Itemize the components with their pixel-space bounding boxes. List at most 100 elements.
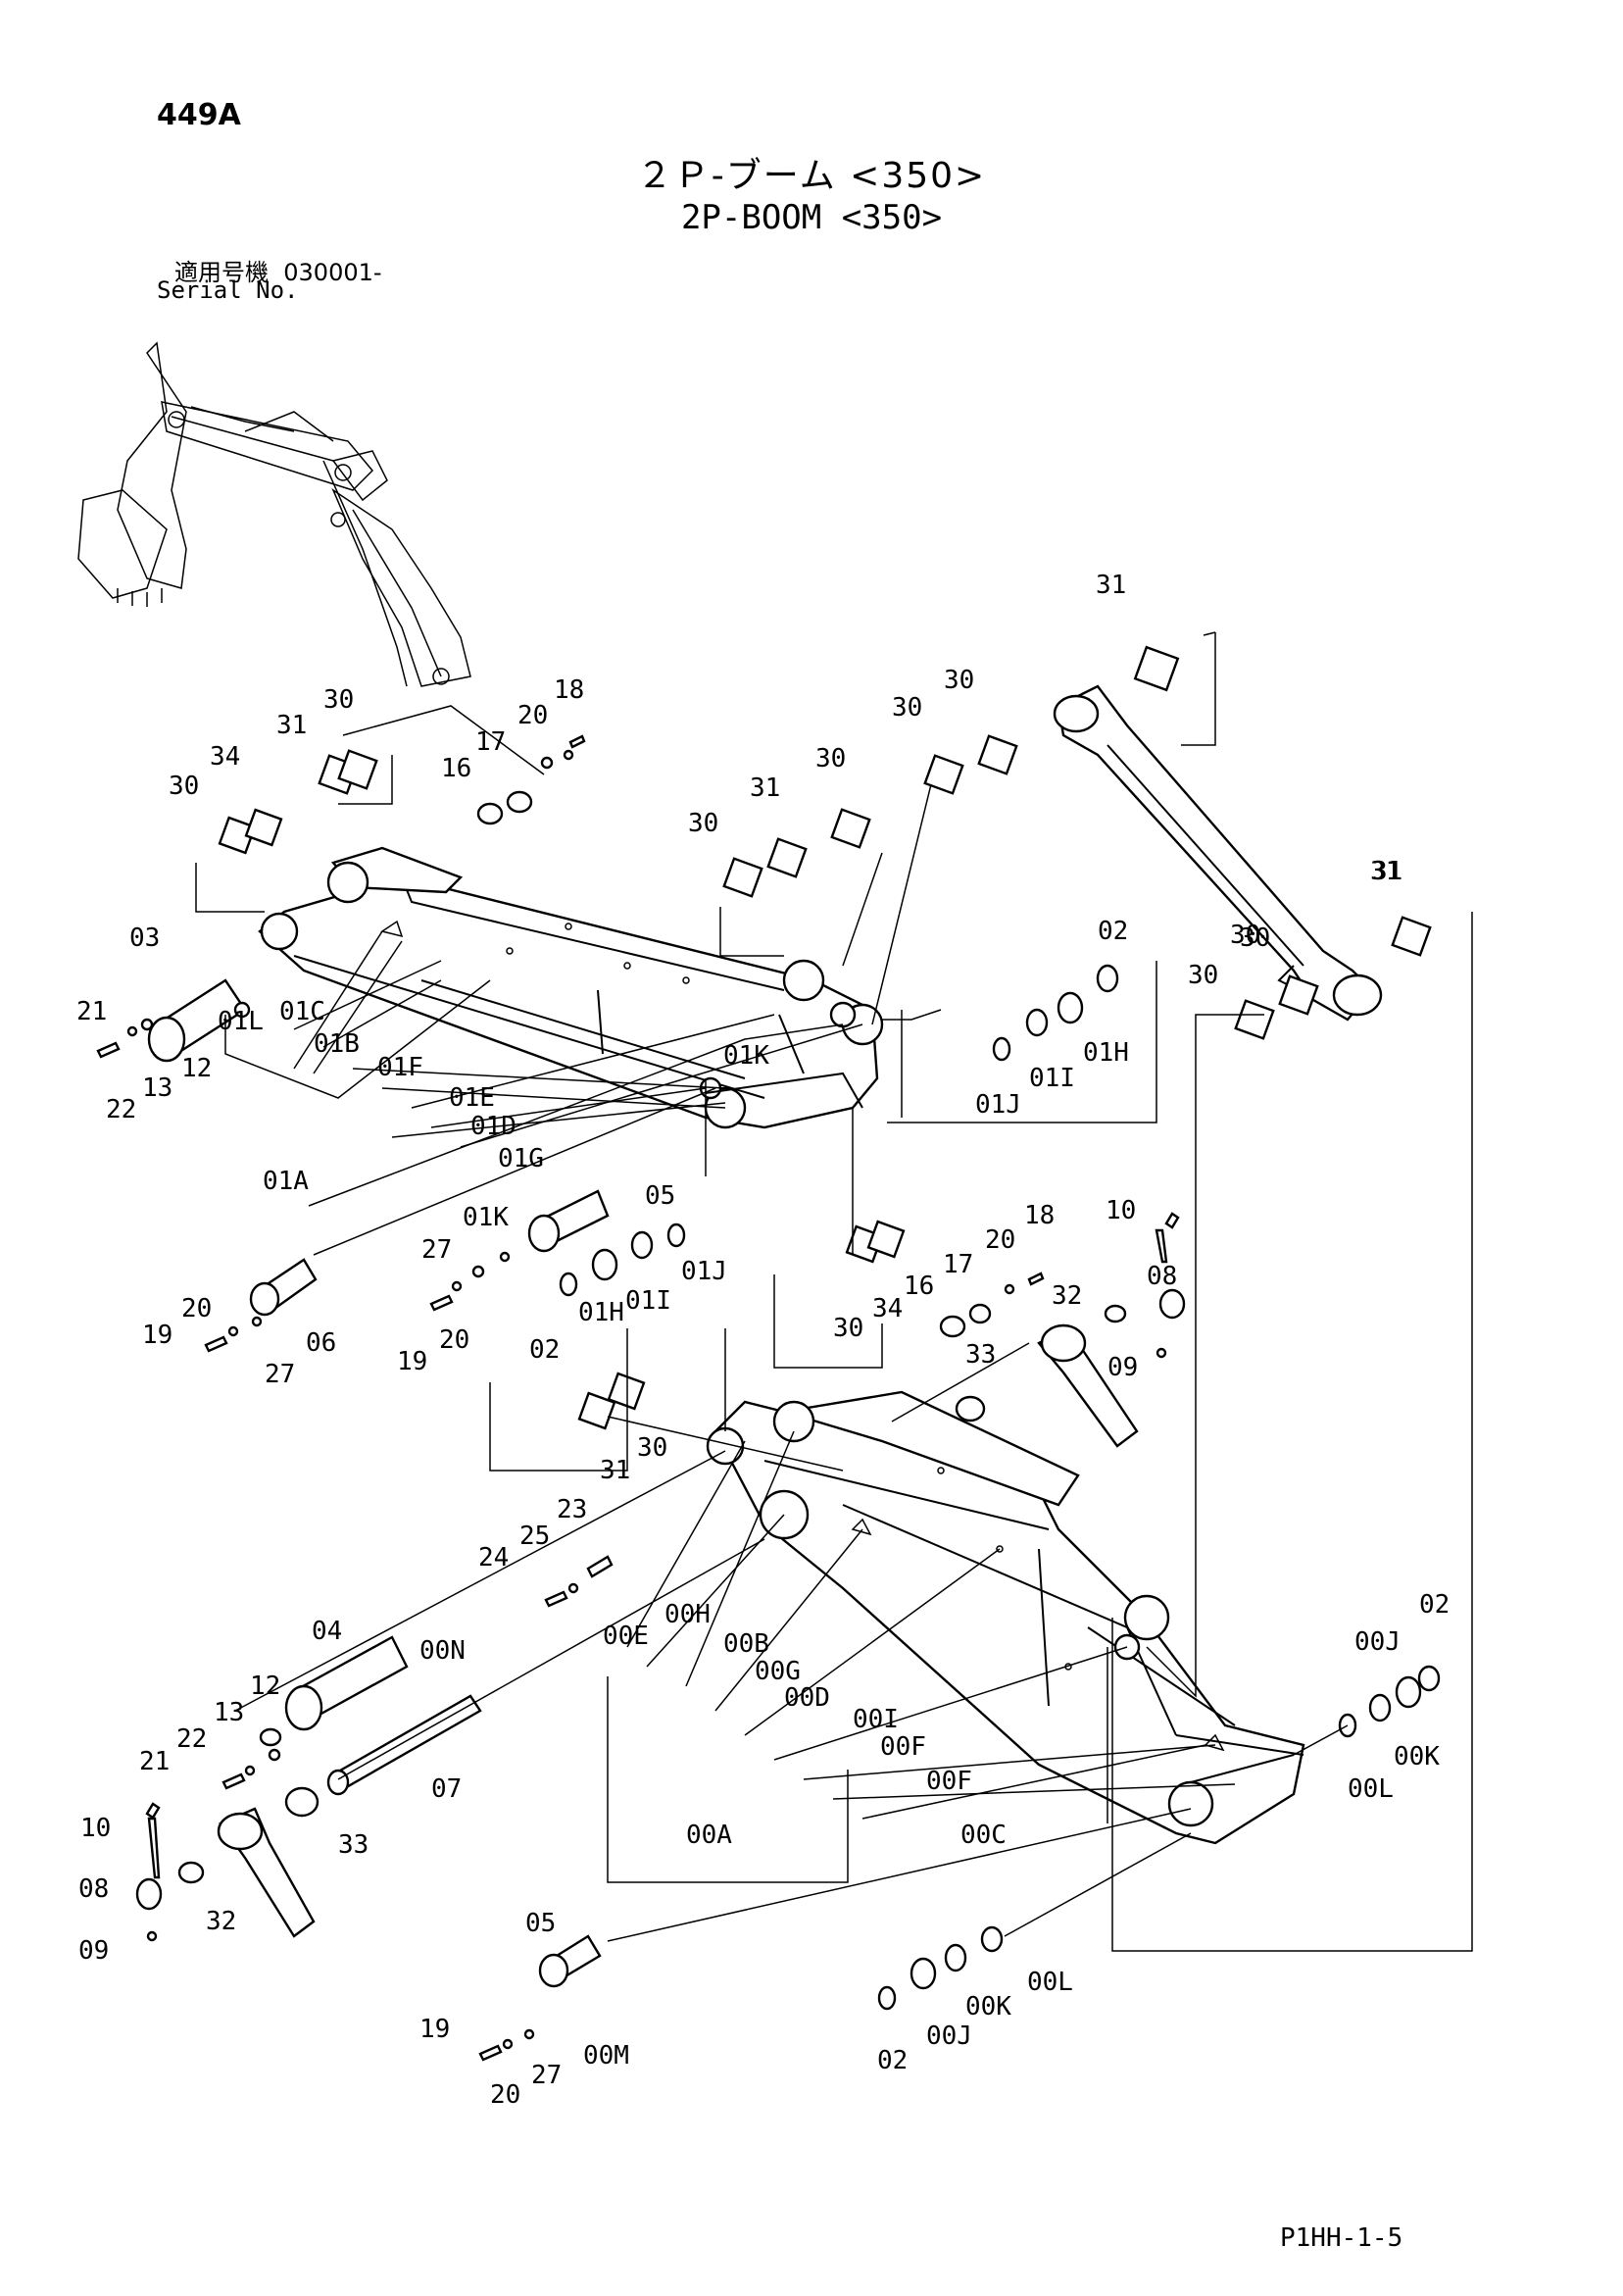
callout-label: 19 <box>397 1347 427 1376</box>
callout-label: 00A <box>686 1821 732 1850</box>
callout-label: 20 <box>439 1325 469 1355</box>
callout-label: 00I <box>853 1705 899 1734</box>
serial-label-english: Serial No. <box>157 276 299 304</box>
callout-label: 27 <box>531 2061 562 2090</box>
callout-label: 33 <box>965 1340 996 1370</box>
callout-label: 18 <box>1024 1201 1055 1230</box>
serial-range-japanese: 適用号機 030001- <box>174 253 382 287</box>
callout-label: 01H <box>1083 1038 1129 1068</box>
callout-label: 27 <box>265 1360 295 1389</box>
callout-label: 13 <box>214 1698 244 1727</box>
callout-label: 20 <box>181 1294 212 1323</box>
callout-label: 00E <box>603 1622 649 1651</box>
callout-label: 18 <box>554 675 584 705</box>
callout-label: 02 <box>1419 1590 1450 1620</box>
callout-label: 01H <box>578 1298 624 1327</box>
callout-label: 30 <box>815 744 846 774</box>
callout-label: 12 <box>181 1054 212 1083</box>
callout-label: 23 <box>557 1495 587 1524</box>
callout-label: 09 <box>1107 1353 1138 1382</box>
shims-rings-washers <box>96 645 1441 2062</box>
callout-label: 12 <box>250 1672 280 1701</box>
callout-label: 30 <box>1240 923 1270 953</box>
callout-label: 01B <box>314 1029 360 1059</box>
callout-label: 20 <box>490 2080 520 2110</box>
callout-label: 16 <box>441 754 471 783</box>
callout-label: 34 <box>872 1294 903 1323</box>
callout-label: 01A <box>263 1167 309 1196</box>
callout-label: 09 <box>78 1936 109 1966</box>
callout-label: 08 <box>78 1874 109 1904</box>
callout-label: 20 <box>517 701 548 730</box>
serial-number-value: 030001- <box>283 259 382 286</box>
callout-label: 05 <box>645 1181 675 1211</box>
callout-label: 17 <box>475 727 506 757</box>
callout-label: 19 <box>419 2015 450 2044</box>
callout-label: 00J <box>926 2021 972 2051</box>
callout-label: 06 <box>306 1328 336 1358</box>
callout-label: 01L <box>218 1007 264 1036</box>
part-callout-labels: 31 30 30 30 31 30 31 30 30 34 31 30 16 1… <box>76 571 1450 2110</box>
callout-label: 00N <box>419 1636 466 1666</box>
callout-label: 01J <box>975 1090 1021 1120</box>
callout-label: 01C <box>279 997 325 1026</box>
callout-label: 31 <box>276 711 307 740</box>
callout-label: 00C <box>960 1821 1007 1850</box>
callout-label: 10 <box>80 1814 111 1843</box>
callout-label: 16 <box>904 1272 934 1301</box>
callout-label: 03 <box>129 923 160 953</box>
callout-label: 31 <box>1096 571 1126 600</box>
callout-label: 31 <box>600 1456 630 1485</box>
callout-label: 30 <box>323 685 354 715</box>
callout-label: 00L <box>1348 1774 1394 1804</box>
callout-label: 34 <box>210 742 240 772</box>
callout-label: 17 <box>943 1250 973 1279</box>
callout-label: 32 <box>1052 1281 1082 1311</box>
callout-label: 01F <box>377 1053 423 1082</box>
callout-label: 01I <box>1029 1064 1075 1093</box>
callout-label: 00D <box>784 1683 830 1713</box>
page-title-english: 2P-BOOM <350> <box>680 198 943 237</box>
callout-label: 00F <box>880 1732 926 1762</box>
callout-label: 33 <box>338 1830 369 1860</box>
callout-label: 30 <box>892 693 922 723</box>
callout-label: 25 <box>519 1522 550 1551</box>
callout-label: 22 <box>106 1095 136 1124</box>
callout-label: 00J <box>1354 1627 1401 1657</box>
callout-label: 02 <box>529 1335 560 1365</box>
callout-label: 00L <box>1027 1968 1073 1997</box>
leader-lines <box>195 631 1473 1952</box>
callout-label: 30 <box>944 666 974 695</box>
page-title-japanese: ２Ｐ-ブーム <350> <box>636 156 987 196</box>
callout-label: 00K <box>965 1992 1011 2021</box>
callout-label: 00K <box>1394 1742 1440 1772</box>
callout-label: 08 <box>1147 1262 1177 1291</box>
page-id: 449A <box>157 98 241 132</box>
callout-label: 00H <box>664 1600 711 1629</box>
callout-label: 30 <box>1230 921 1260 950</box>
callout-label: 02 <box>877 2046 908 2075</box>
callout-label: 00M <box>583 2041 629 2071</box>
upper-boom-assembly <box>258 846 884 1129</box>
callout-label: 10 <box>1106 1196 1136 1225</box>
callout-label: 30 <box>637 1433 667 1463</box>
callout-label: 07 <box>431 1774 462 1804</box>
callout-label: 24 <box>478 1543 509 1572</box>
callout-label: 05 <box>525 1909 556 1938</box>
callout-label: 02 <box>1098 917 1128 946</box>
callout-label: 32 <box>206 1907 236 1936</box>
page-reference-code: P1HH-1-5 <box>1280 2223 1403 2253</box>
callout-label: 01K <box>723 1041 769 1071</box>
excavator-overview-illustration <box>77 341 471 687</box>
arm-cylinder <box>1053 684 1383 1022</box>
callout-label: 01J <box>681 1257 727 1286</box>
callout-label: 00B <box>723 1629 769 1659</box>
lower-boom-assembly <box>706 1390 1305 1845</box>
callout-label: 01I <box>625 1286 671 1316</box>
callout-label: 27 <box>421 1235 452 1265</box>
callout-label: 21 <box>139 1747 170 1776</box>
callout-label: 31 <box>750 774 780 803</box>
callout-label: 21 <box>76 997 107 1026</box>
